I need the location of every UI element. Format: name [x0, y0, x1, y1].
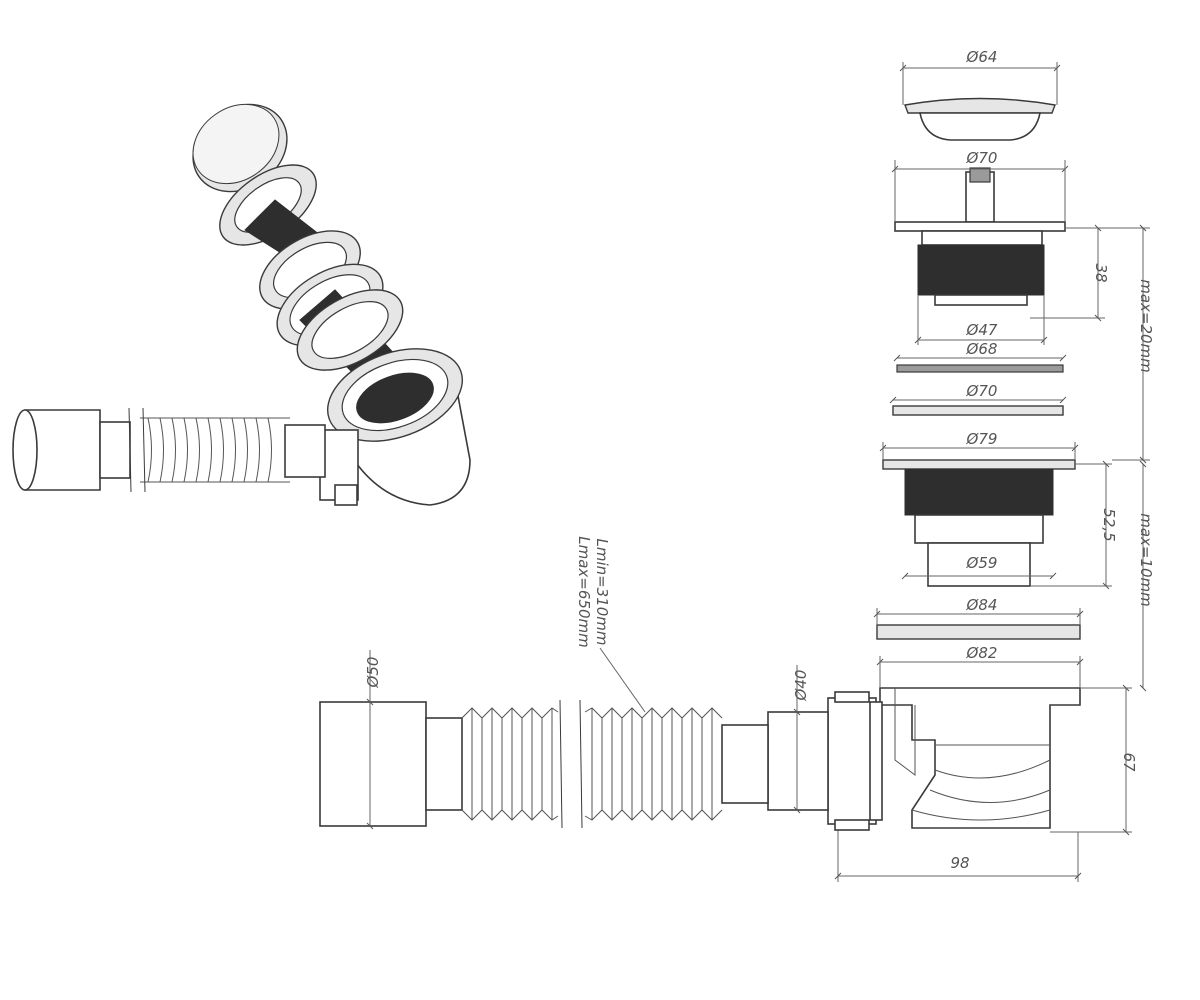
dim-hose: Ø50 Lmin=310mm Lmax=650mm — [364, 536, 646, 830]
label-max-10: max=10mm — [1137, 513, 1155, 607]
iso-hose — [12, 407, 326, 493]
dim-max: max=20mm max=10mm — [1105, 224, 1155, 692]
label-trap-width: 98 — [950, 854, 969, 872]
label-outlet-diameter: Ø40 — [792, 670, 810, 702]
label-trap-body-diameter: Ø82 — [966, 644, 998, 662]
label-trap-height: 67 — [1120, 752, 1138, 772]
label-hose-end-diameter: Ø50 — [364, 657, 382, 689]
gasket-68-part: Ø68 — [893, 340, 1067, 373]
label-flange-diameter: Ø79 — [966, 430, 998, 448]
label-body-top-diameter: Ø70 — [966, 149, 998, 167]
label-hose-lmax: Lmax=650mm — [575, 536, 593, 647]
label-body-height: 38 — [1092, 263, 1110, 282]
label-max-20: max=20mm — [1137, 279, 1155, 373]
label-tail-diameter: Ø59 — [966, 554, 998, 572]
gasket-70-part: Ø70 — [889, 382, 1067, 416]
corrugated-hose — [319, 699, 769, 829]
trap-plate-part: Ø84 — [873, 596, 1084, 640]
label-hose-lmin: Lmin=310mm — [593, 538, 611, 645]
label-gasket-2: Ø70 — [966, 382, 998, 400]
drain-body-part — [894, 167, 1066, 306]
iso-trap — [319, 348, 471, 506]
trap-body-part — [879, 687, 1081, 829]
dim-trap: Ø82 67 98 — [834, 644, 1138, 882]
dim-outlet: Ø40 — [792, 665, 810, 814]
label-gasket-1: Ø68 — [966, 340, 998, 358]
dim-flange: Ø79 Ø59 52,5 — [879, 430, 1118, 590]
iso-cap — [192, 103, 288, 193]
isometric-exploded-view — [12, 103, 471, 506]
label-cap-diameter: Ø64 — [966, 48, 998, 66]
outlet-nut-part — [767, 691, 883, 831]
label-thread-diameter: Ø47 — [966, 321, 998, 339]
dim-cap: Ø64 — [899, 48, 1061, 105]
iso-flange — [296, 289, 404, 391]
label-trap-top-diameter: Ø84 — [966, 596, 998, 614]
cap-part — [904, 97, 1056, 141]
dim-drain-body: Ø70 Ø47 38 — [891, 149, 1110, 345]
label-tail-height: 52,5 — [1100, 508, 1118, 541]
